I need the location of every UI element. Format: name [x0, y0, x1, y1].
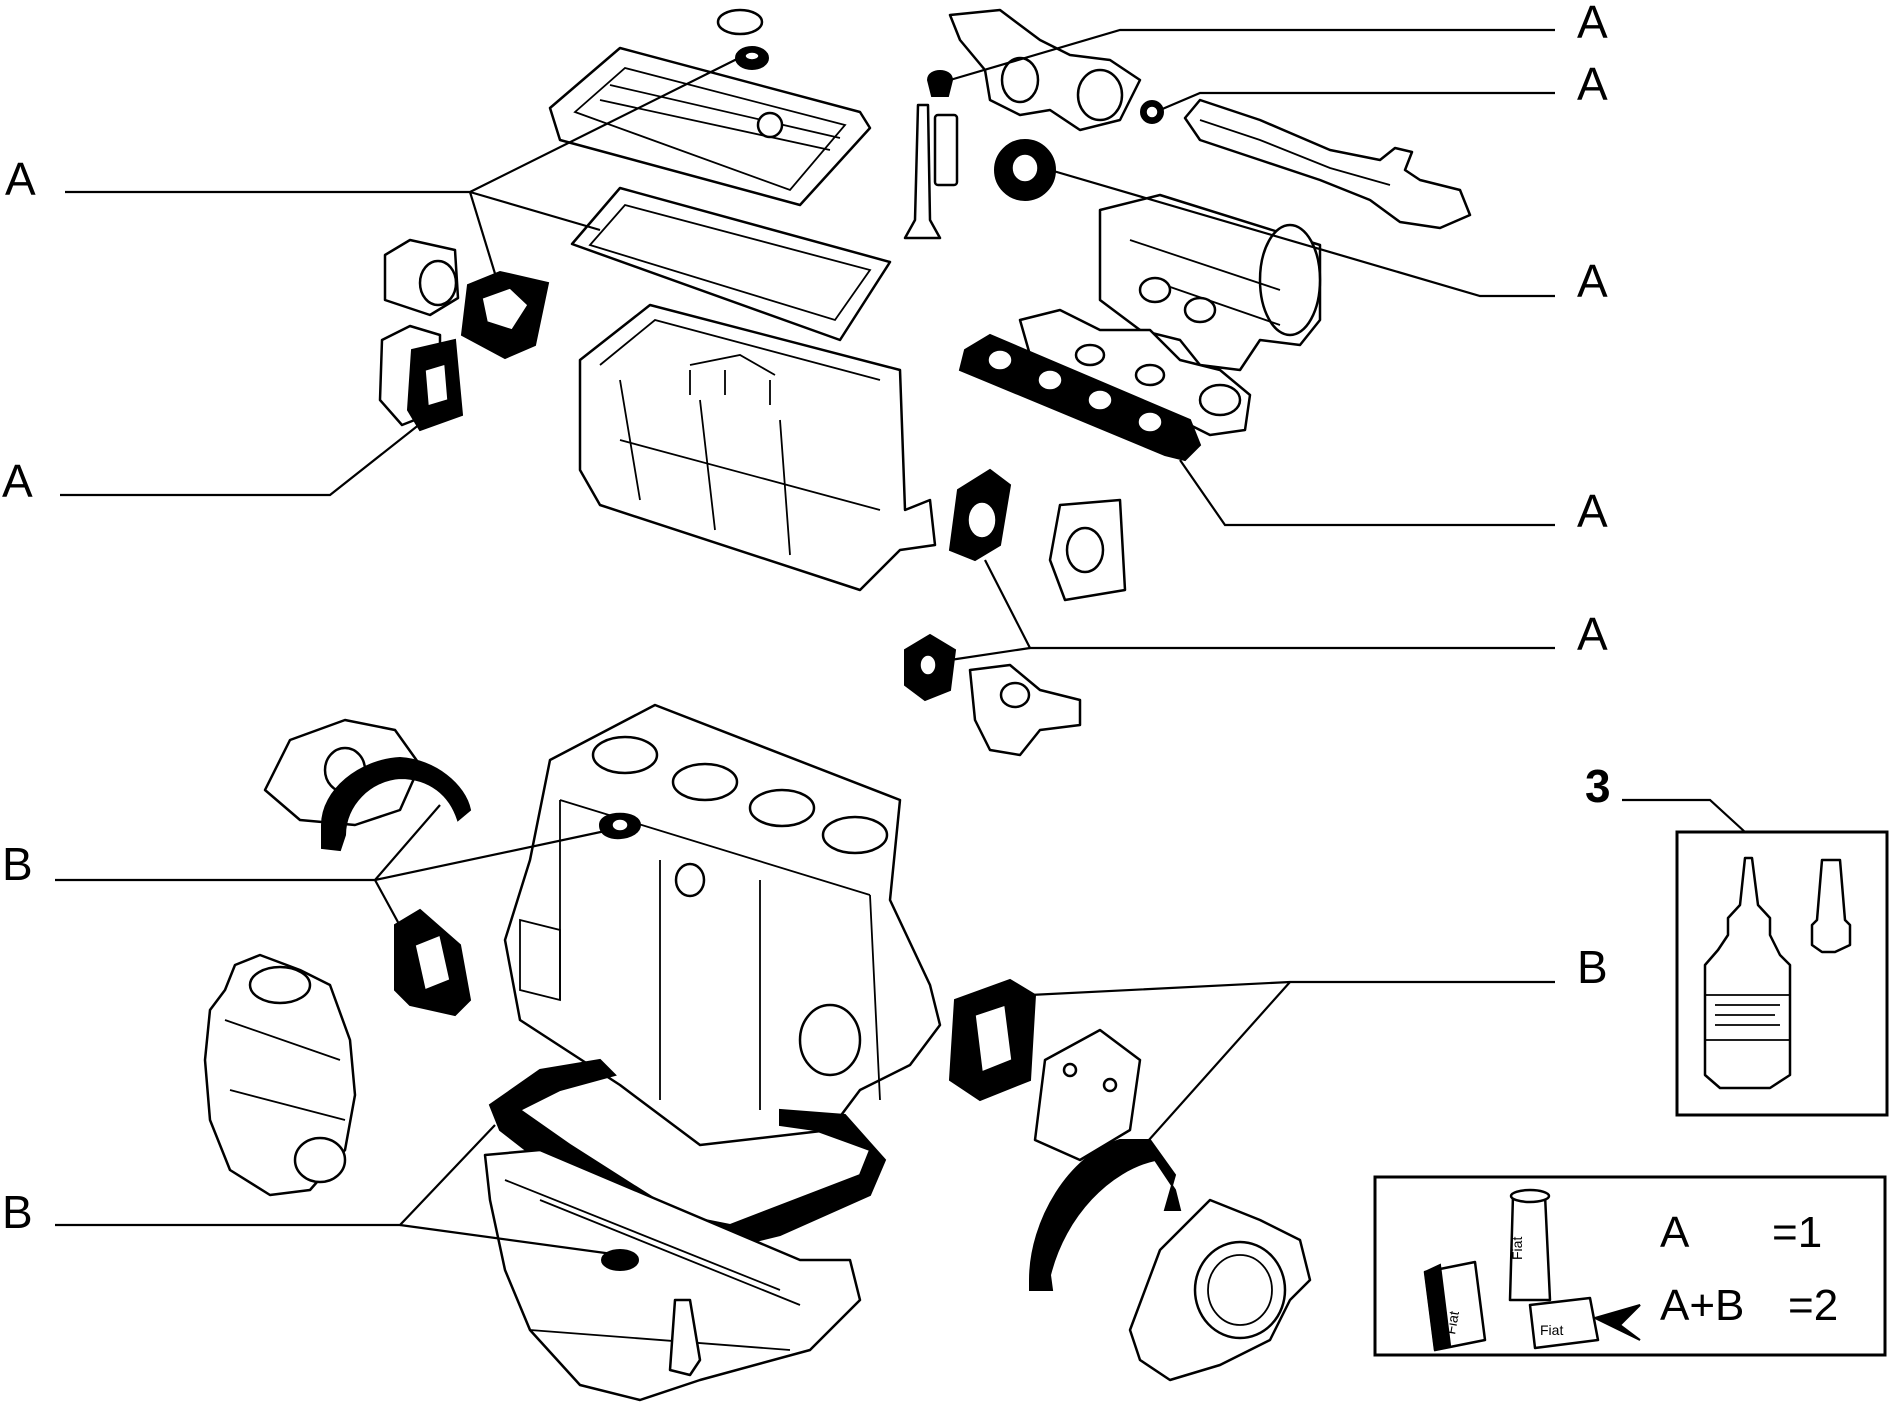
callout-a-right-4: A: [1577, 485, 1608, 537]
gasket-kit-icon: Fiat Fiat Fiat: [1423, 1188, 1641, 1352]
pump-gasket: [394, 908, 472, 1017]
callout-a-right-5: A: [1577, 608, 1608, 660]
cylinder-head-group: [378, 8, 1472, 757]
timing-cover: [203, 953, 357, 1197]
water-pipe: [1183, 98, 1472, 230]
callout-a-top-left: A: [5, 153, 36, 205]
callout-b-bottom-left: B: [2, 1186, 33, 1238]
oil-pump-cover: [263, 718, 472, 852]
callout-labels: A A A A A A A B B B 3: [2, 0, 1611, 1238]
front-flange: [948, 468, 1127, 602]
engine-block-group: [203, 703, 1312, 1402]
leader-lines: [55, 28, 1746, 1257]
callout-a-left: A: [2, 455, 33, 507]
oil-pan: [483, 1148, 862, 1402]
callout-b-left: B: [2, 838, 33, 890]
legend-box1-brand: Fiat: [1442, 1310, 1462, 1336]
coolant-fitting: [904, 633, 1082, 757]
callout-a-right-3: A: [1577, 255, 1608, 307]
callout-b-right: B: [1577, 941, 1608, 993]
left-cover-plate: [378, 324, 464, 432]
rear-seal: [1029, 1139, 1312, 1382]
sealant-bottle-icon: [1703, 856, 1792, 1090]
valve-cover: [548, 8, 872, 207]
sealant-cap-icon: [1810, 858, 1852, 954]
callout-a-right-2: A: [1577, 58, 1608, 110]
water-outlet: [948, 8, 1164, 201]
callout-a-right-1: A: [1577, 0, 1608, 48]
cylinder-head: [578, 303, 937, 592]
exhaust-gasket: [958, 333, 1202, 462]
rear-cover: [948, 978, 1142, 1162]
legend-tube-brand: Fiat: [1509, 1237, 1525, 1260]
legend-row2-left: A+B: [1660, 1281, 1744, 1330]
engine-block: [503, 703, 942, 1147]
legend-row1-right: =1: [1772, 1208, 1822, 1257]
sealant-kit-box: [1675, 830, 1889, 1117]
valve-and-guide: [903, 70, 959, 240]
legend-box: Fiat Fiat Fiat A =1 A+B =2: [1373, 1175, 1887, 1357]
thermostat-housing: [383, 238, 550, 360]
cover-gasket: [570, 186, 892, 342]
callout-kit-3: 3: [1585, 760, 1611, 812]
legend-row1-left: A: [1660, 1208, 1690, 1257]
intake-manifold: [1098, 193, 1322, 372]
legend-box2-brand: Fiat: [1540, 1322, 1563, 1338]
legend-row2-right: =2: [1788, 1281, 1838, 1330]
